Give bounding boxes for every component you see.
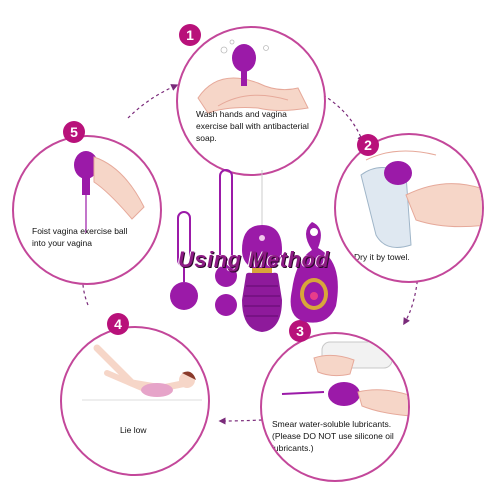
wash-hands-illustration [197, 39, 309, 114]
remote-control [290, 222, 338, 323]
step-1-number: 1 [179, 24, 201, 46]
step-3-number: 3 [289, 320, 311, 342]
step-5-circle: Foist vagina exercise ball into your vag… [12, 135, 162, 285]
step-2-caption: Dry it by towel. [354, 252, 410, 262]
step-5-caption: Foist vagina exercise ball into your vag… [32, 226, 128, 248]
small-ball-set [170, 169, 237, 316]
arrow-3-to-4 [218, 417, 263, 425]
towel-dry-illustration [360, 150, 482, 248]
insert-ball-illustration [74, 151, 145, 233]
step-2-circle: Dry it by towel. [334, 133, 484, 283]
step-3-caption: Smear water-soluble lubricants. (Please … [272, 418, 408, 454]
step-1-circle: Wash hands and vagina exercise ball with… [176, 26, 326, 176]
step-3-circle: Smear water-soluble lubricants. (Please … [260, 332, 410, 482]
step-2-number: 2 [357, 134, 379, 156]
vibrating-egg [242, 170, 282, 332]
step-5-number: 5 [63, 121, 85, 143]
step-1-caption: Wash hands and vagina exercise ball with… [196, 109, 309, 143]
step-4-number: 4 [107, 313, 129, 335]
step-4-caption: Lie low [120, 425, 147, 435]
step-3-caption-line2: (Please DO NOT use silicone oil lubrican… [272, 431, 394, 453]
lie-down-illustration [82, 344, 202, 401]
step-4-circle: Lie low [60, 326, 210, 476]
using-method-title: Using Method [178, 247, 330, 272]
step-3-caption-line1: Smear water-soluble lubricants. [272, 419, 392, 429]
